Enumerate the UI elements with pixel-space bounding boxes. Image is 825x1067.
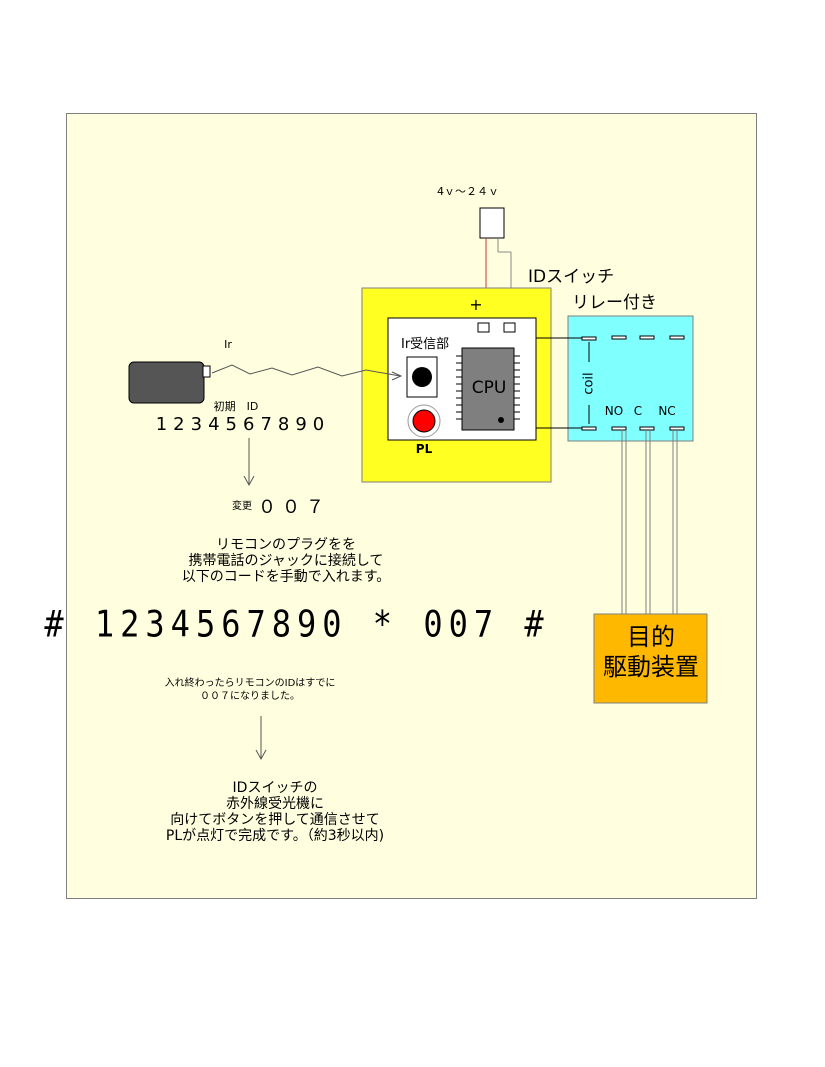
id-switch-title: IDスイッチ <box>528 267 615 287</box>
relay-no-label: NO <box>604 404 624 418</box>
change-value: ００７ <box>258 497 330 518</box>
terminal-plus <box>477 322 490 333</box>
initial-id-value: 1234567890 <box>155 414 331 435</box>
diagram-panel <box>66 113 757 899</box>
pl-led <box>412 409 436 433</box>
target-line2: 駆動装置 <box>603 653 699 681</box>
target-line1: 目的 <box>627 623 675 651</box>
remote-ir-emitter <box>202 365 211 378</box>
step3-line1: IDスイッチの <box>232 780 318 796</box>
change-label: 変更 <box>232 501 252 512</box>
entry-code: # 1234567890 * 007 # <box>44 602 550 646</box>
ir-receiver-lens <box>412 367 432 387</box>
power-voltage-label: 4ｖ～２４ｖ <box>437 185 499 198</box>
cpu-chip <box>461 347 515 431</box>
step1-line3: 以下のコードを手動で入れます。 <box>181 569 391 585</box>
ir-signal-arrowhead <box>391 371 403 381</box>
ir-signal-wave <box>211 364 401 377</box>
step3-line4: PLが点灯で完成です。（約3秒以内) <box>165 828 385 844</box>
target-device-label: 目的 駆動装置 <box>595 622 708 682</box>
power-plug <box>479 207 505 239</box>
step3-line2: 赤外線受光機に <box>226 796 324 812</box>
ir-label: Ir <box>224 338 232 351</box>
relay-c-label: C <box>633 404 643 418</box>
terminal-minus <box>503 322 516 333</box>
step1-line2: 携帯電話のジャックに接続して <box>188 553 384 569</box>
remote-body <box>128 361 205 404</box>
relay-title: リレー付き <box>572 293 657 313</box>
initial-id-label: 初期 ID <box>213 400 259 413</box>
cpu-pins <box>456 355 520 420</box>
cpu-label: CPU <box>471 378 507 398</box>
power-plus-label: + <box>469 295 483 314</box>
pl-label: PL <box>415 442 433 456</box>
instruction-step1: リモコンのプラグをを 携帯電話のジャックに接続して 以下のコードを手動で入れます… <box>182 537 391 585</box>
coil-label: coil <box>581 372 597 395</box>
instruction-step2: 入れ終わったらリモコンのIDはすでに ００７になりました。 <box>165 677 336 703</box>
step2-line1: 入れ終わったらリモコンのIDはすでに <box>164 678 336 689</box>
instruction-step3: IDスイッチの 赤外線受光機に 向けてボタンを押して通信させて PLが点灯で完成… <box>166 780 384 844</box>
relay-nc-label: NC <box>658 404 676 418</box>
cpu-pin1-dot <box>498 417 504 423</box>
step2-line2: ００７になりました。 <box>200 691 300 702</box>
ir-receiver-label: Ir受信部 <box>401 337 450 352</box>
step3-line3: 向けてボタンを押して通信させて <box>170 812 380 828</box>
target-device-box <box>593 613 708 704</box>
step1-line1: リモコンのプラグをを <box>215 537 356 553</box>
